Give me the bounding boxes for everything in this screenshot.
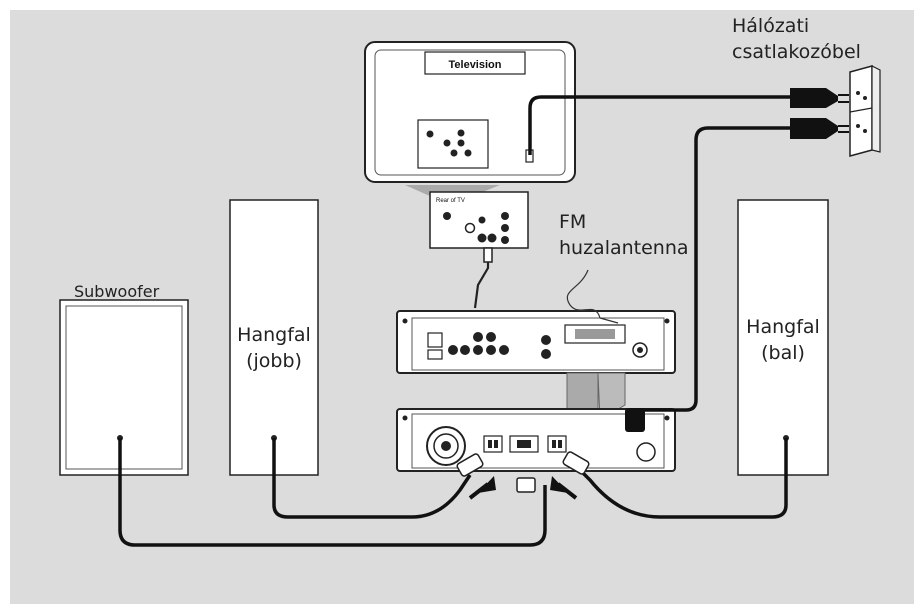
speaker-right-label-line1: Hangfal	[237, 324, 311, 346]
system-power-cable	[634, 126, 790, 412]
subwoofer-cable	[118, 438, 547, 547]
fm-antenna-label-line1: FM	[559, 211, 587, 233]
speaker-left-label-line2: (bal)	[761, 342, 805, 364]
subwoofer	[59, 299, 189, 476]
speaker-left	[737, 199, 829, 476]
speaker-right-cable	[272, 438, 472, 519]
fm-antenna-wire	[566, 269, 601, 319]
power-plug-icon	[790, 118, 838, 139]
tv-power-cable	[528, 95, 790, 155]
speaker-left-cable	[573, 438, 788, 519]
television: Television	[364, 41, 576, 183]
rear-of-tv-label: Rear of TV	[436, 198, 465, 204]
power-unit	[396, 408, 676, 472]
wall-outlet	[849, 65, 881, 157]
television-label: Television	[449, 59, 502, 71]
speaker-right-label: Hangfal (jobb)	[230, 322, 318, 374]
speaker-left-label-line1: Hangfal	[746, 316, 820, 338]
subwoofer-label: Subwoofer	[74, 282, 160, 301]
power-plug-icon	[790, 88, 838, 108]
fm-antenna-label: FM huzalantenna	[559, 210, 689, 260]
speaker-right-label-line2: (jobb)	[246, 350, 302, 372]
fm-antenna-label-line2: huzalantenna	[559, 237, 689, 259]
power-outlet-label-line1: Hálózati	[732, 15, 810, 37]
speaker-left-label: Hangfal (bal)	[738, 314, 828, 366]
main-unit	[396, 310, 676, 374]
power-outlet-label-line2: csatlakozóbel	[732, 41, 861, 63]
power-outlet-label: Hálózati csatlakozóbel	[732, 14, 861, 64]
rear-of-tv-panel: Rear of TV	[429, 191, 529, 249]
